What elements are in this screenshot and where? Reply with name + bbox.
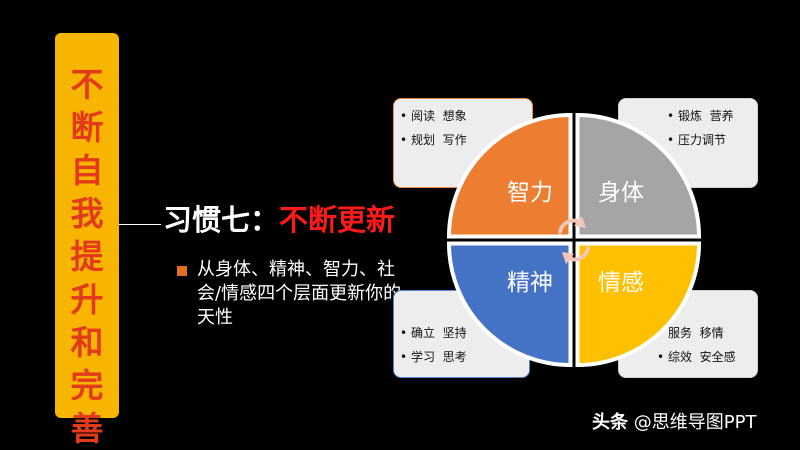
watermark-handle: @思维导图PPT — [633, 412, 757, 433]
list-item: 综效 安全感 — [655, 345, 736, 369]
vertical-title-bar: 不 断 自 我 提 升 和 完 善 — [55, 33, 119, 448]
quadrant-label-intellectual: 智力 — [507, 180, 553, 206]
quadrant-physical — [575, 112, 702, 239]
vertical-title: 不 断 自 我 提 升 和 完 善 — [70, 65, 104, 448]
quadrant-spiritual — [446, 241, 573, 368]
quadrant-label-physical: 身体 — [598, 180, 644, 206]
quadrant-emotional — [575, 241, 702, 368]
habit-highlight: 不断更新 — [279, 203, 396, 237]
habit-heading: 习惯七：不断更新 — [163, 200, 395, 240]
list-item: 学习 思考 — [398, 345, 467, 369]
square-bullet-icon — [177, 266, 187, 276]
list-item: 规划 写作 — [398, 128, 467, 152]
habit-prefix: 习惯七： — [163, 203, 280, 237]
habit-description: 从身体、精神、智力、社会/情感四个层面更新你的天性 — [197, 259, 402, 328]
quadrant-label-emotional: 情感 — [598, 270, 644, 296]
list-item: 锻炼 营养 — [665, 104, 734, 128]
list-item: 阅读 想象 — [398, 104, 467, 128]
list-item: 确立 坚持 — [398, 321, 467, 345]
quadrant-label-spiritual: 精神 — [507, 270, 553, 296]
connector-line — [119, 224, 161, 225]
list-item: 压力调节 — [665, 128, 734, 152]
watermark-platform: 头条 — [592, 412, 628, 433]
cycle-arrows-icon — [558, 216, 590, 264]
watermark: 头条 @思维导图PPT — [592, 411, 756, 435]
quadrant-intellectual — [446, 112, 573, 239]
